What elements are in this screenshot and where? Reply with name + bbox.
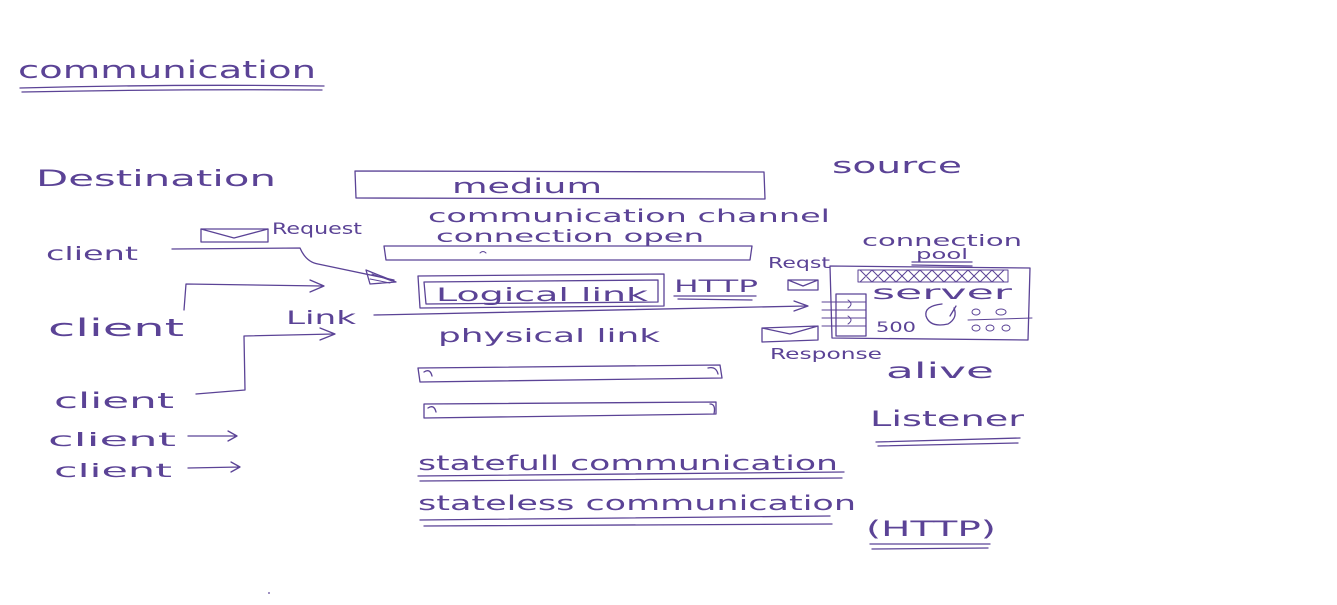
logical-link-inner-box [423, 279, 659, 305]
envelope-icon [200, 228, 269, 243]
medium-label: medium [452, 174, 602, 198]
listener-label: Listener [870, 407, 1025, 431]
pipe-1-ends [423, 366, 719, 377]
server-label: server [872, 282, 1012, 304]
connection-open-label: connection open [436, 227, 704, 247]
response-label: Response [770, 345, 882, 363]
stray-dot [268, 592, 270, 594]
title-text: communication [18, 56, 316, 84]
response-envelope-icon [761, 325, 819, 343]
source-label: source [832, 154, 962, 179]
link-arrow-head-icon [793, 300, 809, 312]
stateful-underline [417, 471, 845, 482]
client-1-connector [171, 247, 395, 281]
communication-channel-label: communication channel [428, 206, 830, 227]
envelope-flap [200, 228, 269, 239]
logical-link-label: Logical link [436, 284, 648, 306]
pipe-2-ends [427, 403, 716, 415]
physical-link-label: physical link [438, 325, 660, 347]
stateless-underline [419, 515, 833, 527]
chttp-underline [869, 543, 991, 550]
arrow-head-hatching [369, 273, 393, 284]
pipe-1 [417, 364, 723, 383]
http-label: HTTP [674, 277, 758, 297]
server-count-label: 500 [876, 320, 916, 336]
request-label-right: Reqst [768, 254, 830, 272]
logical-link-outer-box [417, 273, 665, 309]
link-line [373, 305, 807, 316]
pipe-2 [423, 401, 717, 419]
loop-icon [925, 303, 957, 326]
listener-underline [875, 437, 1021, 447]
connection-pool-label: connection [862, 231, 1022, 250]
client-3-connector [195, 333, 335, 395]
request-envelope-icon [787, 279, 819, 291]
server-slots-icon [967, 308, 1033, 332]
client-3-arrow-head-icon [319, 327, 336, 341]
stateless-label: stateless communication [418, 491, 856, 515]
stateful-label: statefull communication [418, 451, 838, 475]
arrow-head-icon [365, 269, 397, 285]
pool-label: pool [916, 247, 968, 263]
server-crosshatch [857, 269, 1009, 283]
queue-box [835, 293, 867, 337]
client-4-arrow-icon [187, 430, 238, 442]
client-1: client [46, 243, 138, 265]
title-underline [19, 84, 325, 89]
chttp-label: (HTTP) [866, 517, 996, 541]
client-2: client [48, 314, 184, 342]
title-underline-2 [21, 89, 323, 93]
http-underline [673, 295, 757, 301]
connection-pipe-mark [479, 251, 487, 254]
medium-box [354, 170, 766, 200]
client-5: client [54, 460, 172, 482]
client-2-connector [183, 283, 323, 311]
link-label: Link [286, 307, 356, 329]
client-2-arrow-head-icon [309, 279, 325, 293]
client-3: client [54, 389, 174, 413]
client-5-arrow-icon [187, 461, 241, 473]
alive-label: alive [886, 359, 994, 383]
pool-underline [911, 261, 973, 267]
destination-label: Destination [36, 167, 276, 192]
client-4: client [48, 429, 176, 451]
queue-lines [821, 299, 867, 327]
request-label-left: Request [272, 219, 362, 238]
server-box [829, 265, 1031, 341]
connection-pipe [383, 245, 753, 261]
